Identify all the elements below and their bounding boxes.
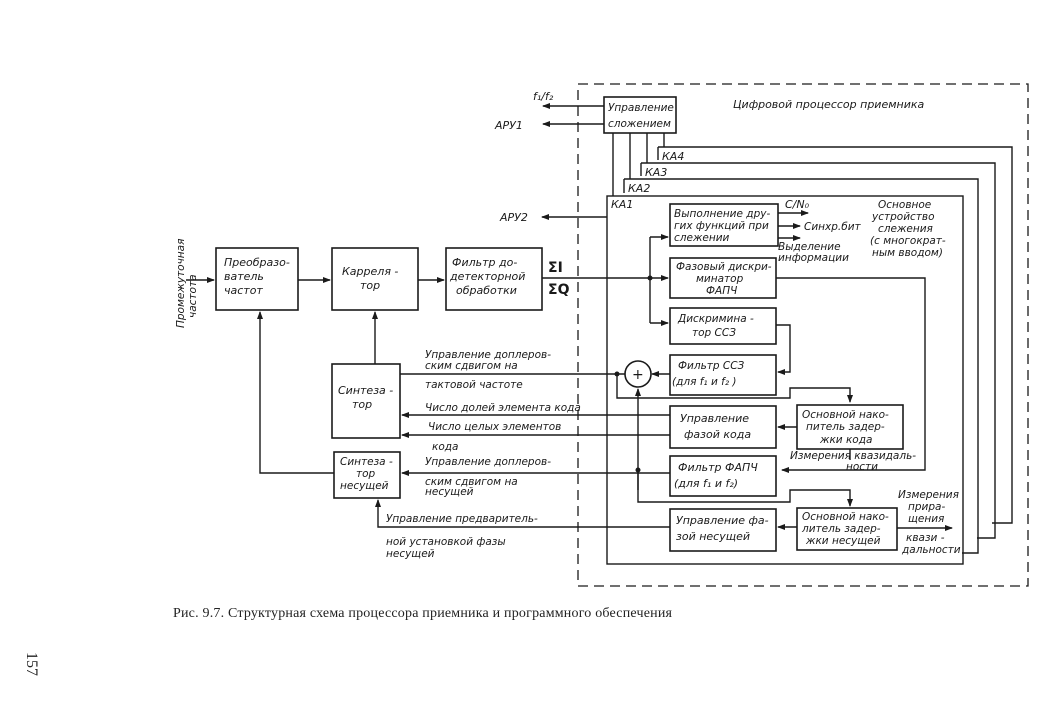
carrier-synthesizer-label: Синтеза - xyxy=(340,456,393,468)
predetection-filter-label: детекторной xyxy=(449,270,525,283)
summer-symbol: + xyxy=(632,367,644,383)
pseudorange-label: ности xyxy=(846,461,878,473)
main-tracking-label: Основное xyxy=(878,199,931,211)
correlator-label: Карреля - xyxy=(342,265,398,278)
carrier-preset-label: несущей xyxy=(386,548,435,560)
carrier-phase-control-label: Управление фа- xyxy=(676,514,769,527)
data-extract-label: информации xyxy=(778,252,849,264)
other-functions-label: Выполнение дру- xyxy=(674,208,770,220)
frequency-converter-label: частот xyxy=(224,284,263,297)
combine-control-label: сложением xyxy=(608,118,671,130)
dll-discriminator-label: тор ССЗ xyxy=(692,327,736,339)
channel-frames xyxy=(606,133,1013,565)
dll-filter-block xyxy=(669,354,777,396)
other-functions-block xyxy=(669,203,779,247)
pll-filter-label: (для f₁ и f₂) xyxy=(674,477,738,490)
channel-label-ka2: КА2 xyxy=(628,182,650,195)
pll-discriminator-label: Фазовый дискри- xyxy=(676,261,772,273)
code-phase-control-block xyxy=(669,405,777,449)
frequency-converter-block xyxy=(215,247,299,311)
synthesizer-label: тор xyxy=(352,398,372,411)
dll-discriminator-block xyxy=(669,307,777,345)
code-delay-accumulator-label: жки кода xyxy=(819,434,872,446)
f1-f2-output-label: f₁/f₂ xyxy=(533,90,554,103)
page-number: 157 xyxy=(23,652,40,676)
agc2-output-label: АРУ2 xyxy=(499,211,528,224)
doppler-clock-label: тактовой частоте xyxy=(425,379,523,391)
carrier-delay-accumulator-label: Основной нако- xyxy=(802,511,889,523)
predetection-filter-block xyxy=(445,247,543,311)
sum-q-label: ΣQ xyxy=(548,282,570,298)
synthesizer-label: Синтеза - xyxy=(338,384,393,397)
cn0-label: C/N₀ xyxy=(785,198,810,211)
pll-discriminator-label: минатор xyxy=(696,273,744,285)
predetection-filter-label: обработки xyxy=(456,284,517,297)
doppler-clock-label: ским сдвигом на xyxy=(425,360,518,372)
data-extract-label: Выделение xyxy=(778,241,841,253)
carrier-phase-control-block xyxy=(669,508,777,552)
code-phase-control-label: фазой кода xyxy=(684,428,751,441)
dll-filter-label: Фильтр ССЗ xyxy=(678,360,745,372)
chip-integer-label: кода xyxy=(432,441,458,453)
chip-integer-label: Число целых элементов xyxy=(428,421,561,433)
correlator-block xyxy=(331,247,419,311)
frequency-converter-label: ватель xyxy=(224,270,264,283)
chip-fraction-label: Число долей элемента кода xyxy=(425,402,581,414)
doppler-carrier-label: ским сдвигом на xyxy=(425,476,518,488)
carrier-synthesizer-block xyxy=(333,451,401,499)
combine-control-block xyxy=(603,96,677,134)
frequency-converter-label: Преобразо- xyxy=(224,256,290,269)
figure-caption: Рис. 9.7. Структурная схема процессора п… xyxy=(173,606,673,621)
delta-range-label: квази - xyxy=(906,532,945,544)
channel-label-ka3: КА3 xyxy=(645,166,667,179)
main-tracking-label: (с многократ- xyxy=(870,235,946,247)
pll-filter-label: Фильтр ФАПЧ xyxy=(678,461,758,474)
code-phase-control-label: Управление xyxy=(680,412,749,425)
delta-range-label: Измерения xyxy=(898,489,959,501)
agc1-output-label: АРУ1 xyxy=(494,119,523,132)
pll-discriminator-block xyxy=(669,257,777,299)
dll-filter-label: (для f₁ и f₂ ) xyxy=(672,376,736,388)
combine-control-label: Управление xyxy=(608,102,674,114)
carrier-delay-accumulator-label: жки несущей xyxy=(805,535,881,547)
carrier-phase-control-label: зой несущей xyxy=(676,530,750,543)
carrier-preset-label: Управление предваритель- xyxy=(386,513,538,525)
doppler-carrier-label: несущей xyxy=(425,486,474,498)
carrier-synthesizer-label: тор xyxy=(356,468,376,480)
delta-range-label: прира- xyxy=(908,501,945,513)
dll-discriminator-label: Дискримина - xyxy=(677,313,754,325)
digital-processor-boundary xyxy=(577,83,1029,587)
code-delay-accumulator-label: Основной нако- xyxy=(802,409,889,421)
correlator-label: тор xyxy=(360,279,380,292)
predetection-filter-label: Фильтр до- xyxy=(452,256,517,269)
code-delay-accumulator-label: питель задер- xyxy=(806,421,885,433)
main-tracking-label: устройство xyxy=(871,211,935,223)
carrier-delay-accumulator-block xyxy=(796,507,898,551)
if-input-label: Промежуточная xyxy=(175,239,187,328)
if-input-label: частота xyxy=(187,274,199,318)
pll-filter-block xyxy=(669,455,777,497)
channel-label-ka4: КА4 xyxy=(662,150,684,163)
carrier-delay-accumulator-label: литель задер- xyxy=(801,523,881,535)
carrier-synthesizer-label: несущей xyxy=(340,480,389,492)
main-tracking-label: слежения xyxy=(878,223,933,235)
other-functions-label: слежении xyxy=(674,232,730,244)
pseudorange-label: Измерения квазидаль- xyxy=(790,450,916,462)
pll-discriminator-label: ФАПЧ xyxy=(706,285,737,297)
synthesizer-block xyxy=(331,363,401,439)
delta-range-label: щения xyxy=(908,513,944,525)
processor-title: Цифровой процессор приемника xyxy=(733,98,925,111)
carrier-preset-label: ной установкой фазы xyxy=(386,536,506,548)
doppler-carrier-label: Управление доплеров- xyxy=(425,456,551,468)
other-functions-label: гих функций при xyxy=(674,220,769,232)
main-tracking-label: ным вводом) xyxy=(872,247,943,259)
channel-label-ka1: КА1 xyxy=(611,198,633,211)
delta-range-label: дальности xyxy=(901,544,961,556)
doppler-clock-label: Управление доплеров- xyxy=(425,349,551,361)
sum-i-label: ΣI xyxy=(548,260,563,276)
bit-sync-label: Синхр.бит xyxy=(804,221,862,233)
